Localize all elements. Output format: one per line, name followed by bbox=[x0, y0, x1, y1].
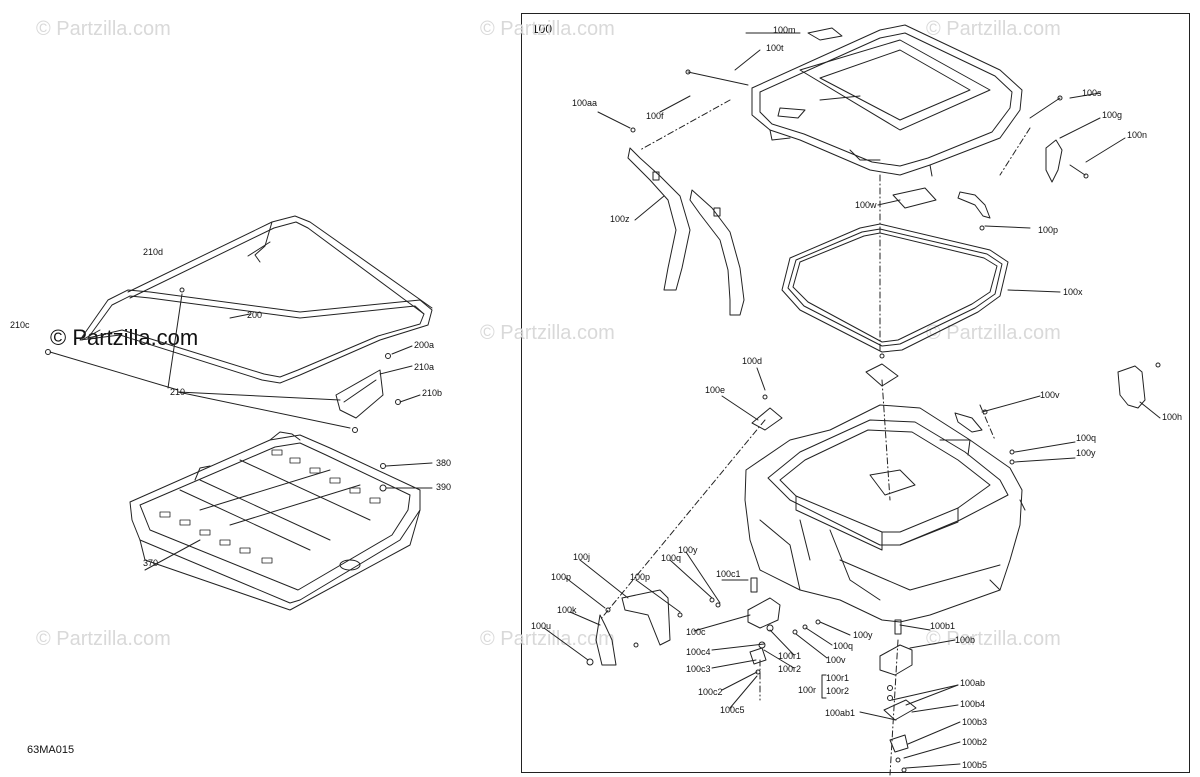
watermark: © Partzilla.com bbox=[36, 628, 171, 650]
callout-210d: 210d bbox=[143, 247, 164, 257]
callout-100r2-mid: 100r2 bbox=[778, 664, 802, 674]
callout-100c1: 100c1 bbox=[716, 569, 741, 579]
base-tray-370 bbox=[129, 431, 421, 611]
callout-200: 200 bbox=[247, 310, 263, 320]
watermark: © Partzilla.com bbox=[480, 628, 615, 650]
figure-code: 63MA015 bbox=[27, 744, 75, 756]
callout-210c: 210c bbox=[10, 320, 30, 330]
callout-100b1: 100b1 bbox=[930, 621, 956, 631]
callout-100s: 100s bbox=[1082, 88, 1102, 98]
callout-100q-low: 100q bbox=[833, 641, 854, 651]
callout-100h: 100h bbox=[1162, 412, 1183, 422]
callout-390: 390 bbox=[436, 482, 452, 492]
callout-100d: 100d bbox=[742, 356, 763, 366]
callout-100r: 100r bbox=[798, 685, 817, 695]
callout-100b4: 100b4 bbox=[960, 699, 986, 709]
callout-370: 370 bbox=[143, 558, 159, 568]
callout-210b: 210b bbox=[422, 388, 443, 398]
callout-100c4: 100c4 bbox=[686, 647, 711, 657]
callout-100w: 100w bbox=[855, 200, 877, 210]
label-plate-100w bbox=[892, 187, 937, 209]
callout-380: 380 bbox=[436, 458, 452, 468]
callout-100c5: 100c5 bbox=[720, 705, 745, 715]
watermark: © Partzilla.com bbox=[926, 322, 1061, 344]
callout-100c: 100c bbox=[686, 627, 706, 637]
callout-100n: 100n bbox=[1127, 130, 1148, 140]
bracket-210a bbox=[335, 369, 384, 419]
seal-gasket-100x bbox=[781, 223, 1009, 353]
callout-100y-low: 100y bbox=[853, 630, 873, 640]
callout-100v-low: 100v bbox=[826, 655, 846, 665]
watermark: © Partzilla.com bbox=[926, 628, 1061, 650]
watermark: © Partzilla.com bbox=[926, 18, 1061, 40]
latch-100m bbox=[807, 27, 843, 41]
watermark: © Partzilla.com bbox=[480, 322, 615, 344]
callout-100e: 100e bbox=[705, 385, 726, 395]
callout-100f: 100f bbox=[646, 111, 664, 121]
callout-100y-mid: 100y bbox=[678, 545, 698, 555]
callout-100u: 100u bbox=[531, 621, 552, 631]
callout-210a: 210a bbox=[414, 362, 435, 372]
callout-100z: 100z bbox=[610, 214, 630, 224]
detail-panel-frame bbox=[521, 13, 1190, 773]
callout-100b2: 100b2 bbox=[962, 737, 988, 747]
callout-210: 210 bbox=[170, 387, 186, 397]
callout-100k: 100k bbox=[557, 605, 577, 615]
callout-100b3: 100b3 bbox=[962, 717, 988, 727]
strap-100z bbox=[627, 147, 745, 316]
callout-100t: 100t bbox=[766, 43, 784, 53]
callout-100aa: 100aa bbox=[572, 98, 598, 108]
callout-100p-mid: 100p bbox=[630, 572, 651, 582]
callout-100r1-mid: 100r1 bbox=[778, 651, 802, 661]
callout-100p-left: 100p bbox=[551, 572, 572, 582]
callout-100r2-low: 100r2 bbox=[826, 686, 850, 696]
callout-100ab: 100ab bbox=[960, 678, 986, 688]
storage-box-body bbox=[744, 404, 1026, 623]
callout-100q-mid: 100q bbox=[661, 553, 682, 563]
callout-100m: 100m bbox=[773, 25, 796, 35]
callout-100j: 100j bbox=[573, 552, 591, 562]
callout-100r1-low: 100r1 bbox=[826, 673, 850, 683]
watermark: © Partzilla.com bbox=[480, 18, 615, 40]
callout-100q-right: 100q bbox=[1076, 433, 1097, 443]
callout-100b5: 100b5 bbox=[962, 760, 988, 770]
callout-100v-top: 100v bbox=[1040, 390, 1060, 400]
callout-100p-top: 100p bbox=[1038, 225, 1059, 235]
storage-box-lid bbox=[751, 24, 1023, 177]
callout-100b: 100b bbox=[955, 635, 976, 645]
rack-frame bbox=[79, 215, 433, 384]
panel-number: 100 bbox=[532, 22, 553, 36]
callout-200a: 200a bbox=[414, 340, 435, 350]
watermark: © Partzilla.com bbox=[36, 18, 171, 40]
callout-100c3: 100c3 bbox=[686, 664, 711, 674]
callout-100ab1: 100ab1 bbox=[825, 708, 856, 718]
callout-100x: 100x bbox=[1063, 287, 1083, 297]
callout-100c2: 100c2 bbox=[698, 687, 723, 697]
callout-100g: 100g bbox=[1102, 110, 1123, 120]
callout-100y-right: 100y bbox=[1076, 448, 1096, 458]
bracket-100j bbox=[621, 589, 671, 646]
